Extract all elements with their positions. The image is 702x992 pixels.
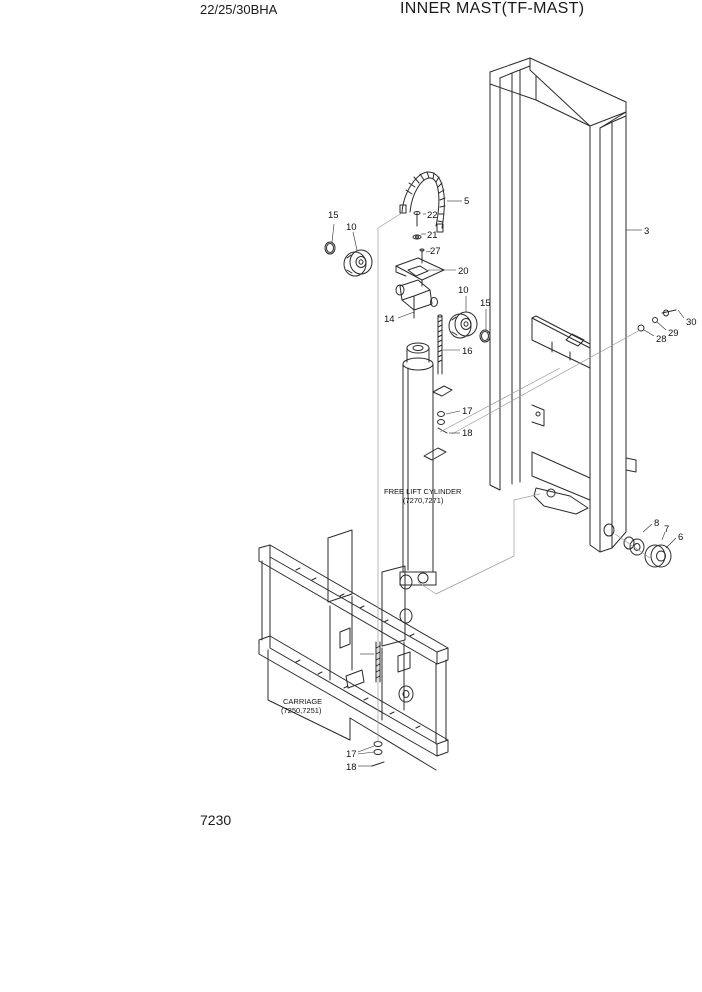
part-label-10-right: 10 [458,285,469,296]
side-bolt [637,309,677,332]
part-label-17-upper: 17 [462,406,473,417]
free-lift-cylinder [399,342,453,586]
part-label-17-lower: 17 [346,749,357,760]
inner-mast [489,57,637,553]
part-label-6: 6 [678,532,683,543]
part-label-14: 14 [384,314,395,325]
sheave-left [343,249,373,277]
free-lift-cylinder-ref: (7270,7271) [403,496,444,505]
part-label-22: 27 [430,246,441,257]
snap-ring-right [479,329,491,343]
part-label-3: 3 [644,226,649,237]
part-label-19: 20 [458,266,469,277]
sheave-bracket [395,279,438,319]
part-label-27: 28 [656,334,667,345]
carriage-label: CARRIAGE [283,697,322,706]
part-label-7: 7 [664,524,669,535]
mast-roller [623,536,672,568]
part-label-5: 5 [464,196,469,207]
nut-pin-upper [437,411,448,434]
sheave-right [448,311,478,339]
part-label-15-right: 15 [480,298,491,309]
part-label-10-left: 10 [346,222,357,233]
part-label-15-left: 15 [328,210,339,221]
part-label-28: 29 [668,328,679,339]
part-label-16: 16 [462,346,473,357]
part-label-29: 30 [686,317,697,328]
chain [399,171,446,233]
threaded-rod [437,314,443,375]
model-number: 22/25/30BHA [200,2,278,17]
free-lift-cylinder-label: FREE LIFT CYLINDER [384,487,462,496]
page-title: INNER MAST(TF-MAST) [400,0,585,17]
part-label-18-lower: 18 [346,762,357,773]
part-label-8: 8 [654,518,659,529]
carriage [258,529,449,771]
part-label-18-upper: 18 [462,428,473,439]
snap-ring-left [324,241,336,255]
part-label-21: 22 [427,210,438,221]
figure-code: 7230 [200,812,232,828]
anchor-bolt-parts [412,211,425,264]
carriage-ref: (7250,7251) [281,706,322,715]
part-label-20: 21 [427,230,438,241]
